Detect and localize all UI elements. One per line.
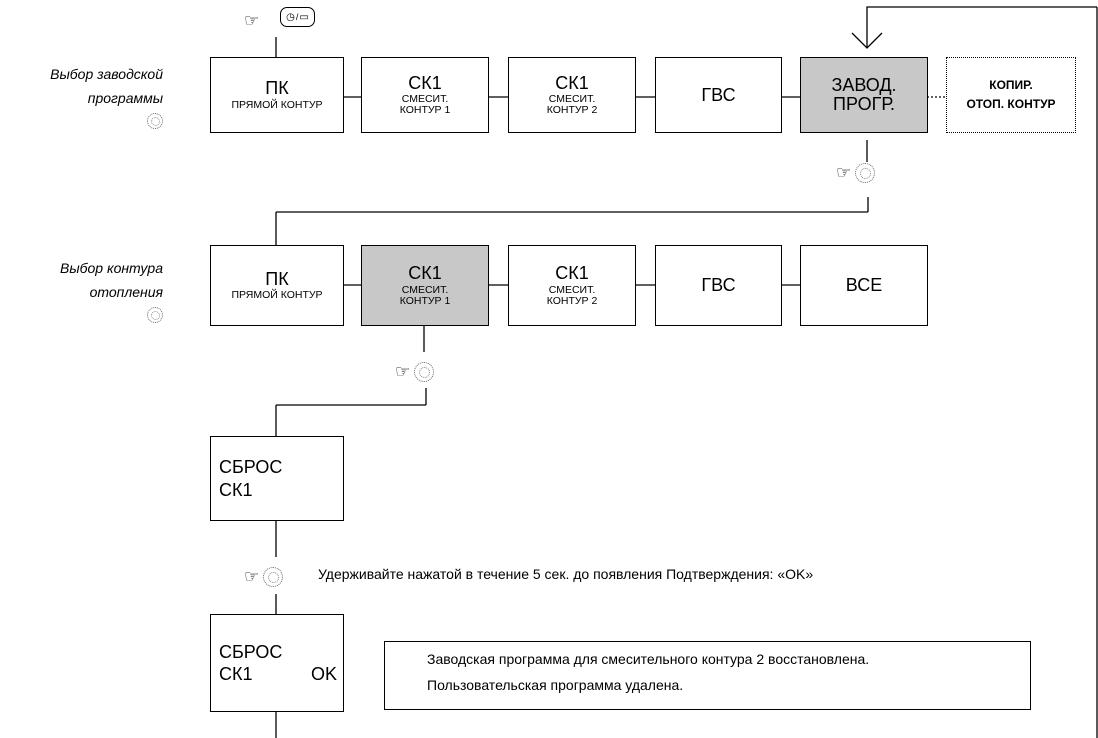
box-title: СК1 bbox=[408, 72, 442, 93]
box-title: ОТОП. КОНТУР bbox=[966, 97, 1056, 111]
box-all-circuits: ВСЕ bbox=[800, 245, 928, 326]
box-title: КОПИР. bbox=[989, 78, 1033, 93]
box-title: СК1 bbox=[219, 664, 253, 684]
box-title: ГВС bbox=[701, 84, 736, 105]
box-subtitle: КОНТУР 2 bbox=[546, 104, 598, 117]
box-title: ГВС bbox=[701, 275, 736, 296]
result-line: Заводская программа для смесительного ко… bbox=[427, 651, 870, 667]
box-subtitle: ПРЯМОЙ КОНТУР bbox=[231, 98, 323, 111]
box-title: ЗАВОД. bbox=[831, 75, 897, 96]
box-subtitle: СМЕСИТ. bbox=[548, 93, 596, 106]
box-title: СБРОС bbox=[219, 641, 283, 662]
pointing-hand-icon: ☞ bbox=[244, 567, 260, 586]
box-title: СК1 bbox=[555, 72, 589, 93]
box-title: СК1 bbox=[555, 263, 589, 284]
box-title: ПК bbox=[265, 78, 289, 99]
box-title: ПРОГР. bbox=[833, 94, 895, 114]
box-subtitle: КОНТУР 2 bbox=[546, 294, 598, 307]
box-title: СБРОС bbox=[219, 457, 283, 477]
rotary-knob-icon bbox=[414, 362, 435, 382]
clock-calendar-button-icon[interactable]: ◷/▭ bbox=[280, 7, 315, 27]
result-line: Пользовательская программа удалена. bbox=[427, 676, 684, 693]
rotary-knob-icon bbox=[147, 112, 163, 129]
box-direct-circuit: ПК ПРЯМОЙ КОНТУР bbox=[210, 57, 344, 133]
pointing-hand-icon: ☞ bbox=[395, 362, 411, 381]
box-subtitle: КОНТУР 1 bbox=[399, 294, 451, 307]
box-title: СК1 bbox=[219, 479, 253, 500]
box-subtitle: СМЕСИТ. bbox=[401, 93, 449, 106]
box-reset-circuit: СБРОС СК1 bbox=[210, 436, 344, 521]
ok-confirmation: OK bbox=[310, 664, 337, 684]
box-title: СК1 bbox=[408, 263, 442, 284]
rotary-knob-icon bbox=[147, 306, 163, 323]
box-mixing-circuit-2: СК1 СМЕСИТ. КОНТУР 2 bbox=[508, 245, 636, 326]
result-message: Заводская программа для смесительного ко… bbox=[384, 641, 1031, 710]
label-factory-select: Выбор заводской программы bbox=[10, 63, 163, 134]
rotate-knob-hint: ☞ bbox=[836, 163, 876, 183]
box-subtitle: ПРЯМОЙ КОНТУР bbox=[231, 289, 323, 302]
box-hot-water: ГВС bbox=[655, 245, 782, 326]
box-subtitle: СМЕСИТ. bbox=[401, 283, 449, 296]
reset-ok-row: СК1 OK bbox=[219, 663, 337, 686]
box-factory-program: ЗАВОД. ПРОГР. bbox=[800, 57, 928, 133]
box-subtitle: КОНТУР 1 bbox=[399, 104, 451, 117]
box-mixing-circuit-2: СК1 СМЕСИТ. КОНТУР 2 bbox=[508, 57, 636, 133]
hold-instruction: Удерживайте нажатой в течение 5 сек. до … bbox=[318, 566, 814, 582]
box-subtitle: СМЕСИТ. bbox=[548, 283, 596, 296]
box-title: ПК bbox=[265, 268, 289, 289]
box-mixing-circuit-1: СК1 СМЕСИТ. КОНТУР 1 bbox=[361, 245, 489, 326]
pointing-hand-icon: ☞ bbox=[244, 11, 260, 30]
rotate-knob-hint: ☞ bbox=[395, 362, 435, 382]
box-mixing-circuit-1: СК1 СМЕСИТ. КОНТУР 1 bbox=[361, 57, 489, 133]
rotary-knob-icon bbox=[855, 163, 876, 183]
rotary-knob-icon bbox=[263, 567, 284, 587]
pointing-hand-icon: ☞ bbox=[836, 163, 852, 182]
box-direct-circuit: ПК ПРЯМОЙ КОНТУР bbox=[210, 245, 344, 326]
box-reset-confirmed: СБРОС СК1 OK bbox=[210, 614, 344, 712]
box-title: ВСЕ bbox=[845, 275, 883, 296]
label-circuit-select: Выбор контура отопления bbox=[10, 257, 163, 328]
press-knob-hint: ☞ bbox=[244, 567, 284, 587]
box-hot-water: ГВС bbox=[655, 57, 782, 133]
box-copy-heating-circuit: КОПИР. ОТОП. КОНТУР bbox=[946, 57, 1076, 133]
